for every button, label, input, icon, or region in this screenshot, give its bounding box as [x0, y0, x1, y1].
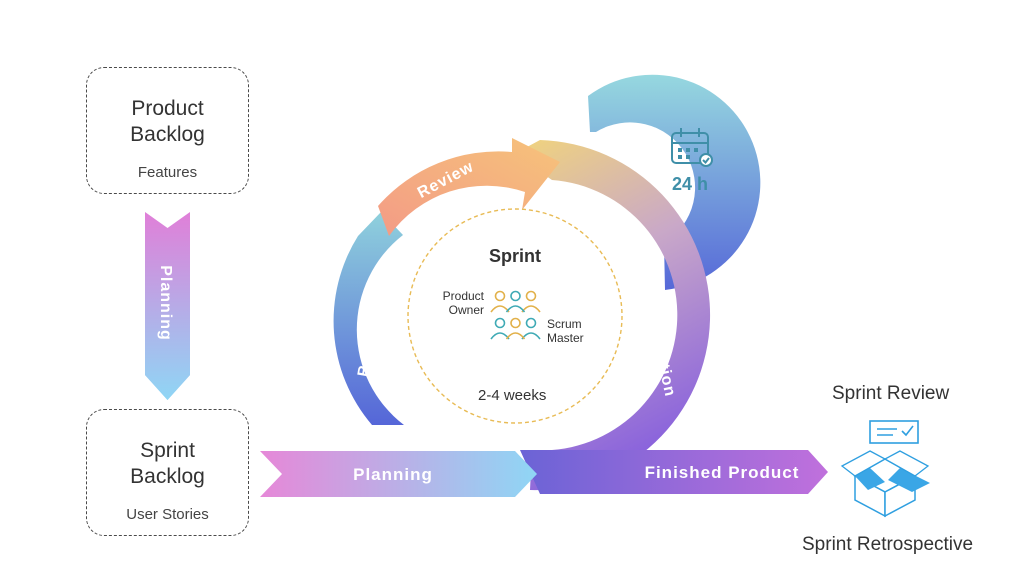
review-arrow [378, 138, 560, 236]
calendar-grid [678, 148, 698, 159]
planning-vertical-label: Planning [157, 265, 174, 341]
product-backlog-box: Product Backlog Features [86, 67, 249, 194]
finished-product-arrow [520, 450, 828, 494]
sprint-backlog-subtitle: User Stories [126, 506, 209, 523]
open-box-icon [840, 420, 930, 518]
product-backlog-subtitle: Features [137, 164, 198, 181]
sprint-review-label: Sprint Review [832, 383, 950, 404]
planning-horizontal-arrow [260, 451, 537, 497]
retrospective-arrow [333, 212, 404, 425]
sprint-duration: 2-4 weeks [478, 387, 547, 404]
sprint-circle [407, 208, 623, 424]
product-backlog-title: Product Backlog [130, 97, 205, 146]
calendar-check-icon [671, 128, 713, 167]
product-owner-label: Product Owner [442, 289, 484, 317]
implementation-arrow [514, 140, 711, 491]
sprint-title: Sprint [489, 246, 541, 266]
sprint-backlog-title: Sprint Backlog [130, 439, 205, 488]
team-icon [490, 290, 541, 340]
scrum-master-label: Scrum Master [547, 317, 584, 345]
sprint-backlog-box: Sprint Backlog User Stories [86, 409, 249, 536]
daily-scrum-arrow [588, 74, 761, 291]
daily-scrum-duration: 24 h [672, 174, 709, 194]
sprint-retrospective-label: Sprint Retrospective [802, 534, 974, 555]
finished-product-label: Finished Product [645, 463, 800, 482]
planning-horizontal-label: Planning [353, 465, 433, 484]
